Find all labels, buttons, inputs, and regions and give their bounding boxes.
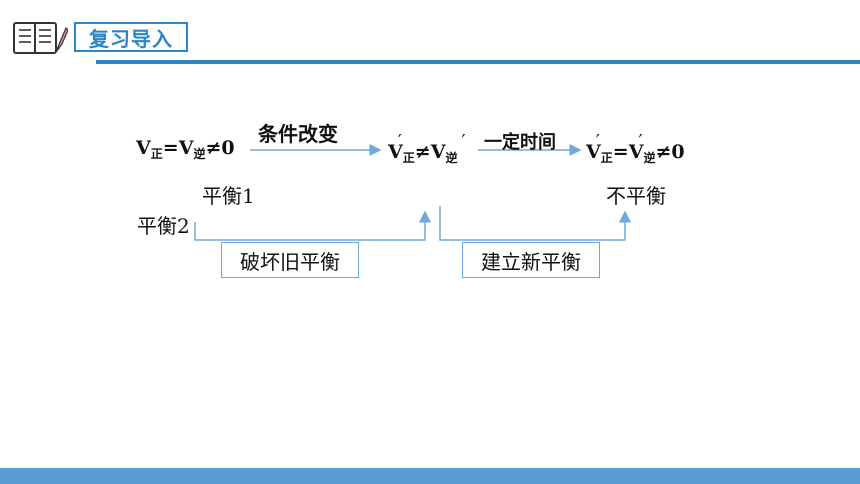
state-new-equation: V′正=V′逆≠0 xyxy=(586,131,685,165)
label-balance-2: 平衡2 xyxy=(137,214,190,238)
label-balance-1: 平衡1 xyxy=(202,184,255,208)
notebook-pencil-icon xyxy=(13,22,68,54)
arrow-label-some-time: 一定时间 xyxy=(484,132,556,153)
connector-build xyxy=(439,206,631,241)
section-title-box: 复习导入 xyxy=(74,22,188,52)
box-build-new-balance: 建立新平衡 xyxy=(462,242,600,278)
footer-bar xyxy=(0,468,860,484)
box-break-old-balance: 破坏旧平衡 xyxy=(221,242,359,278)
box-break-label: 破坏旧平衡 xyxy=(240,249,340,274)
state-disturbed-equation: V′正≠V逆′ xyxy=(388,131,466,165)
label-unbalanced: 不平衡 xyxy=(606,184,666,208)
box-build-label: 建立新平衡 xyxy=(481,249,581,274)
state-initial-equation: V正=V逆≠0 xyxy=(136,137,235,161)
section-title: 复习导入 xyxy=(89,26,173,51)
connector-break xyxy=(194,210,431,241)
header-divider xyxy=(96,60,860,64)
arrow-label-condition-change: 条件改变 xyxy=(258,122,338,146)
